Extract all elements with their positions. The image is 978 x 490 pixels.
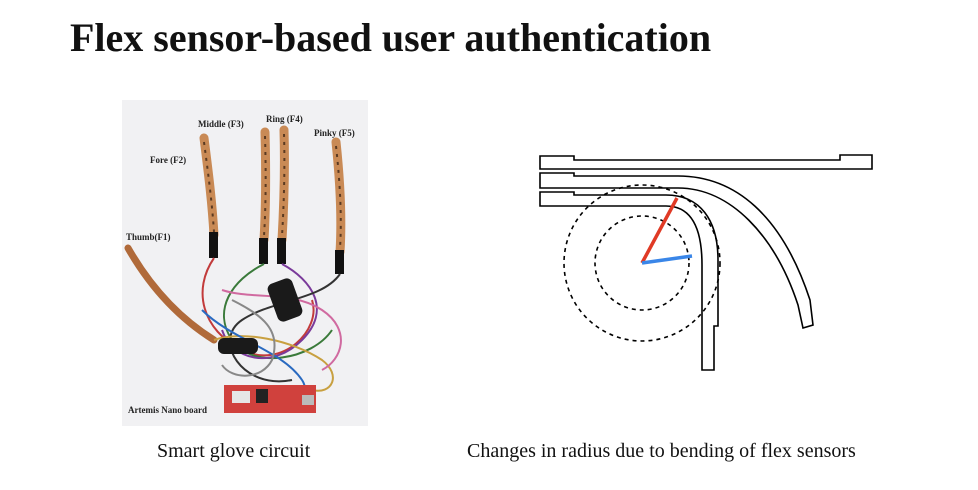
flex-sensor-strips bbox=[124, 125, 346, 344]
smart-glove-photo: Fore (F2) Middle (F3) Ring (F4) Pinky (F… bbox=[122, 100, 368, 426]
small-radius-circle bbox=[594, 215, 690, 311]
label-middle: Middle (F3) bbox=[198, 119, 244, 129]
small-radius-line bbox=[641, 254, 693, 265]
artemis-board bbox=[224, 385, 316, 413]
label-ring: Ring (F4) bbox=[266, 114, 303, 124]
slide-title: Flex sensor-based user authentication bbox=[70, 15, 712, 60]
bending-diagram-svg bbox=[539, 154, 873, 371]
photo-caption: Smart glove circuit bbox=[157, 440, 311, 462]
label-pinky: Pinky (F5) bbox=[314, 128, 355, 138]
diagram-caption: Changes in radius due to bending of flex… bbox=[467, 440, 856, 462]
bent-sensor-small bbox=[539, 191, 719, 371]
straight-sensor bbox=[539, 154, 873, 170]
label-fore: Fore (F2) bbox=[150, 155, 186, 165]
smart-glove-illustration: Fore (F2) Middle (F3) Ring (F4) Pinky (F… bbox=[124, 114, 355, 415]
bending-diagram bbox=[530, 140, 880, 380]
label-board: Artemis Nano board bbox=[128, 405, 207, 415]
label-thumb: Thumb(F1) bbox=[126, 232, 171, 242]
wire-bundle bbox=[201, 257, 342, 403]
large-radius-line bbox=[640, 197, 679, 264]
large-radius-circle bbox=[563, 184, 721, 342]
